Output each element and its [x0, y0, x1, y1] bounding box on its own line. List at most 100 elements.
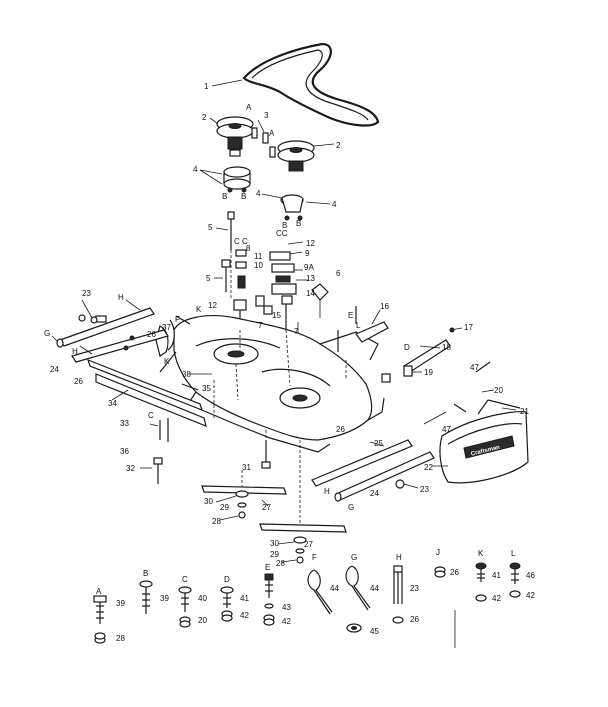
hardware-number-46: 46	[526, 571, 535, 580]
discharge-chute	[423, 361, 529, 484]
hanger-rods-right	[311, 439, 435, 502]
hardware-number-40: 40	[198, 594, 207, 603]
callout-23: 23	[82, 289, 91, 298]
hardware-legend: A B C D E F G H J K L	[93, 548, 535, 644]
hardware-number-41: 41	[492, 571, 501, 580]
callout-14: 14	[306, 289, 315, 298]
callout-labels: 1 2 2 A A 3 4 4 4 B B B B 5 5 C C CC 12 …	[44, 82, 529, 568]
callout-H: H	[324, 487, 330, 496]
callout-E: E	[348, 311, 353, 320]
callout-7: 7	[294, 327, 299, 336]
callout-C: C	[242, 237, 248, 246]
callout-2: 2	[336, 141, 341, 150]
callout-37: 37	[162, 323, 171, 332]
idler-arm	[337, 306, 463, 383]
callout-6: 6	[336, 269, 341, 278]
callout-21: 21	[520, 407, 529, 416]
callout-G: G	[348, 503, 354, 512]
bearing-housing-right	[261, 193, 331, 221]
hardware-number-44: 44	[370, 584, 379, 593]
hardware-number-43: 43	[282, 603, 291, 612]
blade-upper	[201, 485, 287, 521]
hardware-letter-C: C	[182, 575, 188, 584]
callout-7: 7	[258, 321, 263, 330]
hardware-number-26: 26	[450, 568, 459, 577]
callout-4: 4	[193, 165, 198, 174]
hardware-number-42: 42	[282, 617, 291, 626]
callout-38: 38	[182, 370, 191, 379]
callout-35: 35	[202, 384, 211, 393]
callout-B: B	[222, 192, 227, 201]
callout-K: K	[196, 305, 202, 314]
callout-B: B	[282, 221, 287, 230]
hardware-number-20: 20	[198, 616, 207, 625]
callout-47: 47	[442, 425, 451, 434]
hardware-letter-A: A	[96, 587, 102, 596]
callout-2: 2	[202, 113, 207, 122]
callout-4: 4	[256, 189, 261, 198]
callout-CC: CC	[276, 229, 288, 238]
callout-26: 26	[336, 425, 345, 434]
hardware-letter-G: G	[351, 553, 357, 562]
hardware-number-39: 39	[116, 599, 125, 608]
hardware-number-23: 23	[410, 584, 419, 593]
callout-13: 13	[306, 274, 315, 283]
hardware-number-28: 28	[116, 634, 125, 643]
callout-B: B	[296, 219, 301, 228]
callout-26: 26	[74, 377, 83, 386]
pulley-right	[277, 140, 335, 172]
callout-30: 30	[270, 539, 279, 548]
blade-lower	[259, 523, 347, 564]
callout-12: 12	[306, 239, 315, 248]
hardware-number-42: 42	[526, 591, 535, 600]
trail-bar-front	[87, 358, 207, 442]
callout-H: H	[72, 347, 78, 356]
callout-27: 27	[262, 503, 271, 512]
callout-9: 9	[305, 249, 310, 258]
callout-1: 1	[204, 82, 209, 91]
callout-A: A	[269, 129, 275, 138]
pulley-keys	[251, 119, 276, 158]
hardware-number-44: 44	[330, 584, 339, 593]
callout-28: 28	[276, 559, 285, 568]
pulley-left	[209, 116, 254, 157]
hardware-number-41: 41	[240, 594, 249, 603]
hardware-letter-J: J	[436, 548, 440, 557]
callout-18: 18	[442, 343, 451, 352]
callout-3: 3	[264, 111, 269, 120]
hardware-letter-H: H	[396, 553, 402, 562]
callout-24: 24	[50, 365, 59, 374]
callout-F: F	[175, 315, 180, 324]
v-belt	[211, 42, 380, 127]
callout-29: 29	[270, 550, 279, 559]
callout-D: D	[404, 343, 410, 352]
hardware-letter-F: F	[312, 553, 317, 562]
left-hardware	[78, 314, 191, 351]
callout-B: B	[241, 192, 246, 201]
hardware-letter-K: K	[478, 549, 484, 558]
callout-28: 28	[212, 517, 221, 526]
callout-34: 34	[108, 399, 117, 408]
callout-24: 24	[370, 489, 379, 498]
bolt-32	[140, 457, 163, 484]
callout-23: 23	[420, 485, 429, 494]
hardware-letter-D: D	[224, 575, 230, 584]
callout-G: G	[44, 329, 50, 338]
callout-30: 30	[204, 497, 213, 506]
callout-26: 26	[147, 330, 156, 339]
hardware-letter-L: L	[511, 549, 516, 558]
hardware-number-45: 45	[370, 627, 379, 636]
callout-27: 27	[304, 540, 313, 549]
callout-9A: 9A	[304, 263, 314, 272]
hardware-number-42: 42	[492, 594, 501, 603]
hardware-letter-E: E	[265, 563, 270, 572]
hardware-number-42: 42	[240, 611, 249, 620]
callout-16: 16	[380, 302, 389, 311]
callout-L: L	[356, 321, 361, 330]
hardware-letter-B: B	[143, 569, 148, 578]
callout-8: 8	[246, 244, 251, 253]
callout-A: A	[246, 103, 252, 112]
callout-15: 15	[272, 311, 281, 320]
hanger-rods-left	[51, 299, 169, 363]
